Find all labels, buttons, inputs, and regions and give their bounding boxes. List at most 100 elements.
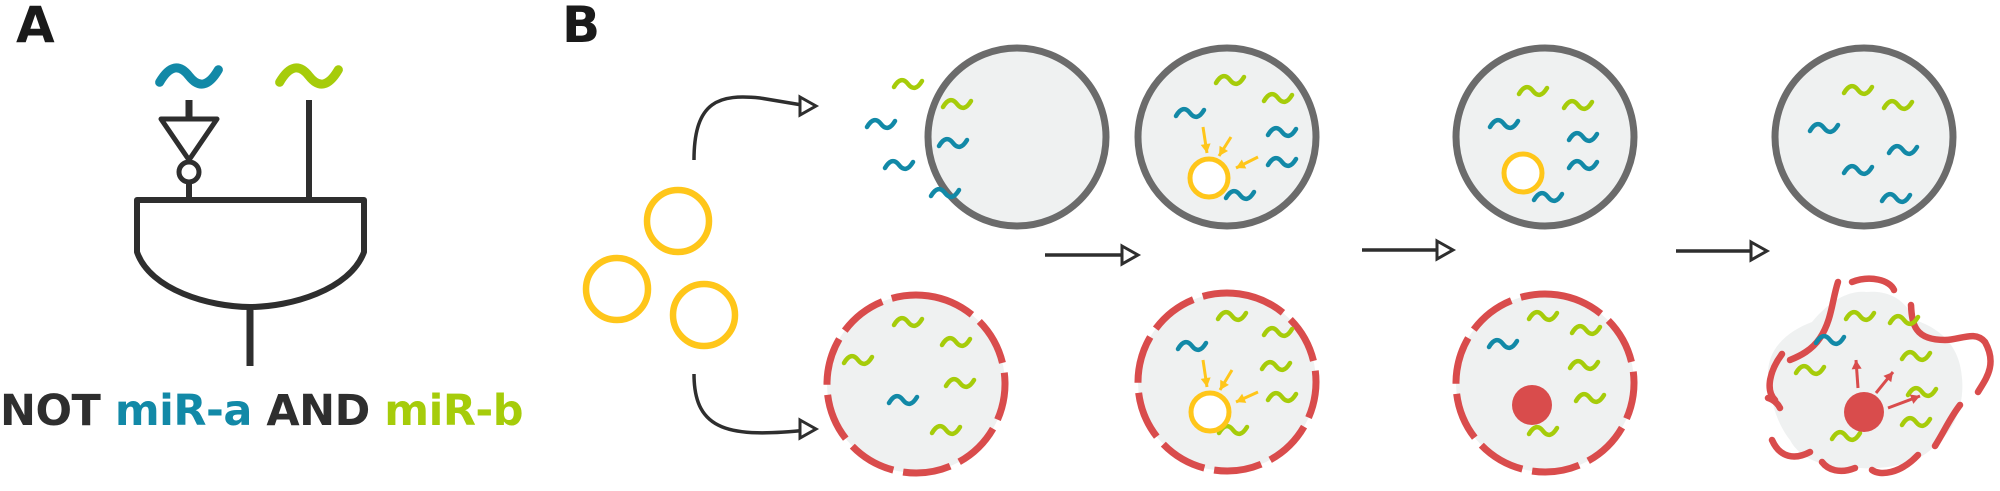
cancer-cell-fill bbox=[1456, 294, 1634, 472]
mirna-icon bbox=[864, 117, 898, 131]
caption-part: miR-b bbox=[384, 386, 524, 436]
cancer-cell-membrane-icon bbox=[1452, 290, 1638, 476]
mirna-icon bbox=[882, 158, 916, 172]
mirna-icon bbox=[936, 136, 970, 150]
mirna-icon bbox=[1887, 313, 1921, 327]
mirna-icon bbox=[929, 423, 963, 437]
mirna-icon bbox=[1526, 309, 1560, 323]
mirna-icon bbox=[1261, 91, 1295, 105]
arrowhead-icon bbox=[798, 417, 820, 441]
mirna-icon bbox=[1265, 155, 1299, 169]
mirna-icon bbox=[1561, 98, 1595, 112]
mirna-icon bbox=[939, 335, 973, 349]
ruptured-membrane-icon bbox=[1818, 458, 1859, 475]
caption-part: miR-a bbox=[114, 386, 253, 436]
mirna-icon bbox=[1807, 121, 1841, 135]
mirna-icon bbox=[1793, 363, 1827, 377]
toxin-protein-icon bbox=[1512, 385, 1552, 425]
ruptured-membrane-icon bbox=[1766, 350, 1786, 404]
mirna-icon bbox=[841, 353, 875, 367]
mirna-icon bbox=[1881, 98, 1915, 112]
cancer-cell-membrane-icon bbox=[823, 291, 1009, 477]
mirna-icon bbox=[1213, 73, 1247, 87]
mirna-icon bbox=[1899, 415, 1933, 429]
connector-down bbox=[692, 373, 809, 435]
mirna-icon bbox=[1259, 359, 1293, 373]
ruptured-membrane-icon bbox=[1848, 275, 1898, 294]
mirna-icon bbox=[891, 77, 925, 91]
cancer-cell-membrane-icon bbox=[1134, 289, 1320, 475]
panel-label-b: B bbox=[562, 0, 601, 54]
mirna-icon bbox=[1566, 130, 1600, 144]
arrowhead-icon bbox=[1435, 238, 1457, 262]
mirna-icon bbox=[1813, 333, 1847, 347]
healthy-cell-icon bbox=[1452, 44, 1638, 230]
vesicle-icon bbox=[1188, 390, 1232, 434]
toxin-protein-icon bbox=[1844, 392, 1884, 432]
arrowhead-icon bbox=[798, 94, 820, 118]
mirna-icon bbox=[1566, 158, 1600, 172]
ruptured-membrane-icon bbox=[1907, 301, 1994, 396]
transfer-arrowhead-icon bbox=[1200, 377, 1211, 387]
mirna-icon bbox=[1899, 349, 1933, 363]
ruptured-membrane-icon bbox=[1931, 401, 1964, 450]
mirna-icon bbox=[1841, 163, 1875, 177]
vesicle-icon bbox=[1187, 156, 1231, 200]
mirna-icon bbox=[1215, 309, 1249, 323]
mirna-icon bbox=[943, 376, 977, 390]
transfer-arrowhead-icon bbox=[1236, 393, 1247, 403]
mirna-icon bbox=[1261, 325, 1295, 339]
mirna-icon bbox=[1879, 191, 1913, 205]
transfer-arrowhead-icon bbox=[1851, 360, 1862, 370]
transfer-arrowhead-icon bbox=[1220, 379, 1229, 390]
mirna-icon bbox=[275, 63, 343, 89]
transfer-arrowhead-icon bbox=[1883, 372, 1893, 383]
vesicle-icon bbox=[582, 254, 652, 324]
cancer-cell-fill bbox=[1138, 293, 1316, 471]
mirna-icon bbox=[1905, 385, 1939, 399]
panel-label-a: A bbox=[16, 0, 55, 54]
mirna-icon bbox=[1569, 323, 1603, 337]
not-bubble-icon bbox=[176, 159, 202, 185]
mirna-icon bbox=[891, 315, 925, 329]
not-triangle-icon bbox=[158, 116, 220, 163]
arrowhead-icon bbox=[1120, 243, 1142, 267]
mirna-icon bbox=[1531, 190, 1565, 204]
mirna-icon bbox=[1487, 117, 1521, 131]
healthy-cell-icon bbox=[1771, 44, 1957, 230]
vesicle-icon bbox=[1501, 151, 1545, 195]
transfer-arrowhead-icon bbox=[1219, 145, 1229, 156]
mirna-icon bbox=[1841, 83, 1875, 97]
ruptured-membrane-icon bbox=[1868, 451, 1922, 477]
arrowhead-icon bbox=[1749, 239, 1771, 263]
mirna-icon bbox=[1567, 358, 1601, 372]
mirna-icon bbox=[886, 393, 920, 407]
and-gate-body-icon bbox=[134, 197, 367, 310]
mirna-icon bbox=[1223, 188, 1257, 202]
mirna-icon bbox=[155, 63, 223, 89]
mirna-icon bbox=[1886, 143, 1920, 157]
mirna-icon bbox=[1265, 125, 1299, 139]
mirna-icon bbox=[1526, 424, 1560, 438]
caption-part: NOT bbox=[0, 386, 115, 436]
caption-part: AND bbox=[251, 386, 385, 436]
mirna-icon bbox=[940, 97, 974, 111]
mirna-icon bbox=[928, 186, 962, 200]
vesicle-icon bbox=[669, 280, 739, 350]
ruptured-membrane-icon bbox=[1768, 436, 1814, 460]
mirna-icon bbox=[1573, 391, 1607, 405]
mirna-icon bbox=[1173, 106, 1207, 120]
logic-caption: NOT miR-a AND miR-b bbox=[0, 390, 524, 433]
mirna-icon bbox=[1516, 84, 1550, 98]
connector-up bbox=[692, 95, 809, 161]
vesicle-icon bbox=[643, 186, 713, 256]
mirna-icon bbox=[1486, 337, 1520, 351]
mirna-icon bbox=[1829, 429, 1863, 443]
mirna-icon bbox=[1843, 309, 1877, 323]
transfer-arrowhead-icon bbox=[1200, 143, 1211, 153]
healthy-cell-icon bbox=[924, 44, 1110, 230]
ruptured-cell-fill bbox=[1768, 291, 1963, 469]
mirna-icon bbox=[1175, 339, 1209, 353]
